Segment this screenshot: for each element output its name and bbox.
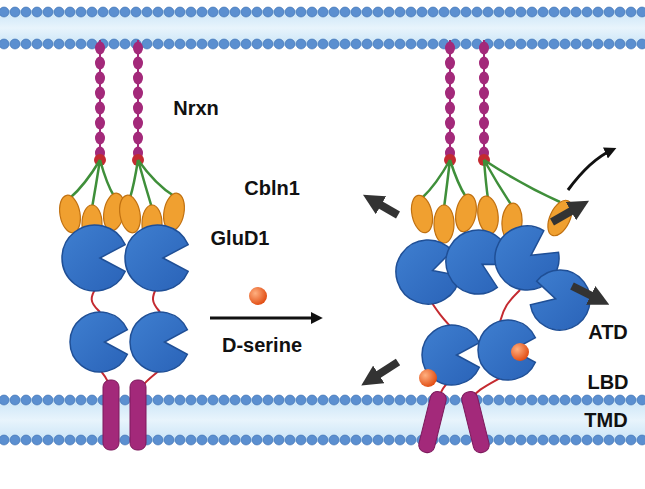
part-label: GluD1 (211, 227, 270, 249)
part-label: LBD (587, 371, 628, 393)
lipid-heads (0, 7, 645, 445)
part-label: Cbln1 (244, 177, 300, 199)
part-label: Nrxn (173, 97, 219, 119)
part-label: TMD (584, 409, 627, 431)
motion-arrows (210, 150, 612, 380)
membrane (0, 10, 645, 442)
protein-complex (57, 40, 590, 454)
part-label: ATD (588, 321, 628, 343)
part-label: D-serine (222, 334, 302, 356)
